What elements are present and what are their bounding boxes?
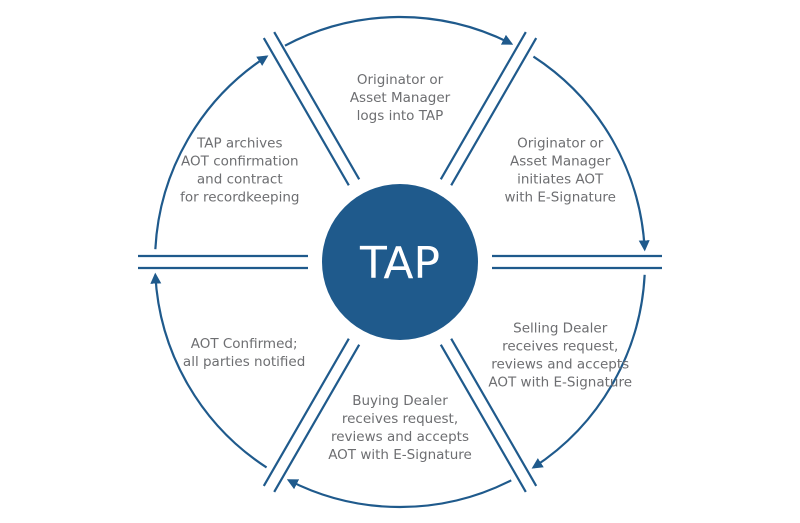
step-label: Buying Dealer receives request, reviews an… <box>328 393 472 463</box>
divider-line <box>439 344 527 493</box>
step-label-line: AOT Confirmed; <box>191 336 298 352</box>
divider-line <box>273 344 361 493</box>
cycle-arc <box>286 479 512 509</box>
step-label-line: logs into TAP <box>357 108 444 124</box>
divider-line <box>450 338 538 487</box>
divider-line <box>450 37 538 186</box>
step-label-line: AOT with E-Signature <box>328 447 472 463</box>
cycle-arcs <box>150 15 650 509</box>
step-label-line: all parties notified <box>183 354 305 370</box>
step-label: Selling Dealer receives request, reviews a… <box>488 321 632 391</box>
step-label-line: Asset Manager <box>350 90 451 106</box>
step-label-line: reviews and accepts <box>331 429 469 445</box>
center-label: TAP <box>359 238 440 289</box>
cycle-arc <box>150 272 268 469</box>
center-hub <box>322 184 478 340</box>
step-label: AOT Confirmed; all parties notified <box>183 336 305 370</box>
cycle-arc <box>531 274 646 469</box>
divider-line <box>262 37 350 186</box>
cycle-arc <box>532 55 650 252</box>
step-label-line: Originator or <box>517 136 604 152</box>
step-label-line: and contract <box>197 172 283 188</box>
step-label-line: Asset Manager <box>510 154 611 170</box>
step-label-line: with E-Signature <box>504 190 615 206</box>
step-label: Originator or Asset Manager initiates AOT w… <box>504 136 615 206</box>
step-label-line: for recordkeeping <box>180 190 299 206</box>
step-label-line: initiates AOT <box>517 172 604 188</box>
step-label-line: receives request, <box>342 411 458 427</box>
step-label-line: Buying Dealer <box>352 393 448 409</box>
step-label-line: reviews and accepts <box>491 357 629 373</box>
divider-line <box>439 31 527 180</box>
step-label: Originator or Asset Manager logs into TAP <box>350 72 451 124</box>
step-label-line: Originator or <box>357 72 444 88</box>
divider-line <box>273 31 361 180</box>
segment-dividers <box>138 31 662 493</box>
step-label-line: AOT confirmation <box>181 154 299 170</box>
cycle-arc <box>154 55 269 250</box>
step-label-line: receives request, <box>502 339 618 355</box>
step-label-line: TAP archives <box>196 136 282 152</box>
step-label-line: AOT with E-Signature <box>488 375 632 391</box>
step-label-line: Selling Dealer <box>513 321 608 337</box>
divider-line <box>262 338 350 487</box>
cycle-arc <box>284 15 514 47</box>
